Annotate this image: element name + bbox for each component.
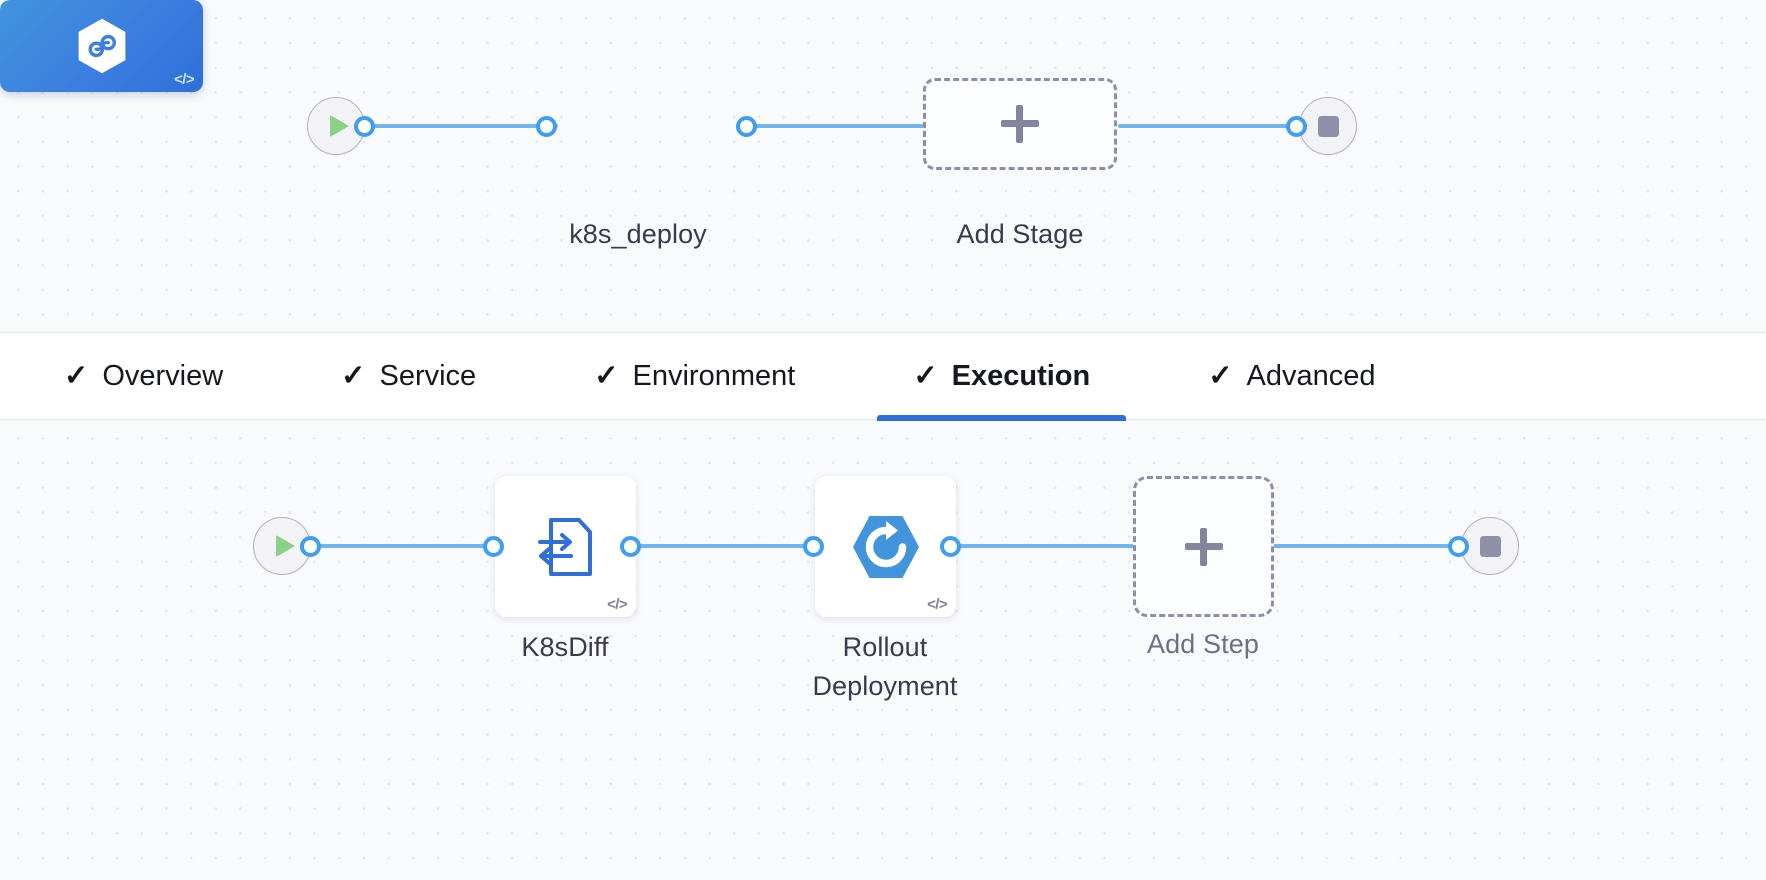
check-icon: ✓ [1208, 359, 1233, 392]
port-rollout-out[interactable] [940, 536, 961, 557]
execution-end-node[interactable] [1461, 517, 1519, 575]
yaml-code-badge[interactable]: </> [927, 596, 947, 613]
tab-advanced[interactable]: ✓ Advanced [1172, 332, 1411, 420]
plus-icon [1184, 527, 1223, 566]
yaml-code-badge[interactable]: </> [174, 71, 194, 88]
tab-service-label: Service [379, 359, 477, 392]
tab-execution-label: Execution [951, 359, 1091, 392]
edge-start-to-stage [366, 124, 558, 128]
tab-execution[interactable]: ✓ Execution [877, 332, 1127, 421]
stage-flow: </> k8s_deploy Add Stage [0, 0, 1766, 332]
step-node-rollout-deployment[interactable]: </> [815, 476, 956, 617]
add-step-button[interactable] [1133, 476, 1274, 617]
yaml-code-badge[interactable]: </> [607, 596, 627, 613]
port-stage-out[interactable] [736, 116, 757, 137]
stage-config-tabbar: ✓ Overview ✓ Service ✓ Environment ✓ Exe… [0, 332, 1766, 421]
execution-canvas[interactable]: </> K8sDiff </> Rollout Deployment Add S… [0, 420, 1766, 880]
edge-start-to-k8sdiff [310, 544, 500, 548]
port-start-out[interactable] [354, 116, 375, 137]
edge-stage-to-addstage [746, 124, 930, 128]
stop-icon [1479, 535, 1501, 557]
port-stage-in[interactable] [536, 116, 557, 137]
add-stage-label: Add Stage [956, 219, 1084, 249]
add-stage-button[interactable] [923, 78, 1117, 170]
file-diff-icon [537, 517, 592, 576]
pipeline-end-node[interactable] [1299, 97, 1357, 155]
step-node-k8sdiff[interactable]: </> [495, 476, 636, 617]
port-rollout-in[interactable] [803, 536, 824, 557]
tab-overview-label: Overview [102, 359, 224, 392]
check-icon: ✓ [64, 359, 89, 392]
edge-k8sdiff-to-rollout [630, 544, 810, 548]
plus-icon [1001, 105, 1039, 143]
stage-node-k8s-deploy[interactable]: </> [0, 0, 203, 92]
stage-canvas[interactable]: </> k8s_deploy Add Stage [0, 0, 1766, 332]
tab-environment-label: Environment [632, 359, 796, 392]
edge-addstep-to-end [1270, 544, 1460, 548]
check-icon: ✓ [341, 359, 366, 392]
add-step-label: Add Step [1147, 629, 1259, 659]
edge-rollout-to-addstep [940, 544, 1140, 548]
port-k8sdiff-out[interactable] [620, 536, 641, 557]
port-k8sdiff-in[interactable] [483, 536, 504, 557]
execution-flow: </> K8sDiff </> Rollout Deployment Add S… [0, 420, 1766, 880]
edge-addstage-to-end [1118, 124, 1298, 128]
port-end-in[interactable] [1286, 116, 1307, 137]
check-icon: ✓ [594, 359, 619, 392]
play-icon [276, 535, 295, 557]
rollout-hexagon-icon [852, 515, 919, 578]
tab-advanced-label: Advanced [1246, 359, 1376, 392]
tab-overview[interactable]: ✓ Overview [28, 332, 259, 420]
harness-cd-hexagon-icon [78, 18, 125, 74]
port-exec-start-out[interactable] [300, 536, 321, 557]
step-label-rollout-deployment: Rollout Deployment [812, 632, 958, 702]
tab-environment[interactable]: ✓ Environment [558, 332, 831, 420]
play-icon [330, 115, 349, 137]
port-exec-end-in[interactable] [1448, 536, 1469, 557]
stage-label-k8s-deploy: k8s_deploy [569, 219, 707, 249]
check-icon: ✓ [913, 359, 938, 392]
tab-service[interactable]: ✓ Service [305, 332, 512, 420]
step-label-k8sdiff: K8sDiff [521, 632, 609, 662]
stop-icon [1317, 115, 1339, 137]
